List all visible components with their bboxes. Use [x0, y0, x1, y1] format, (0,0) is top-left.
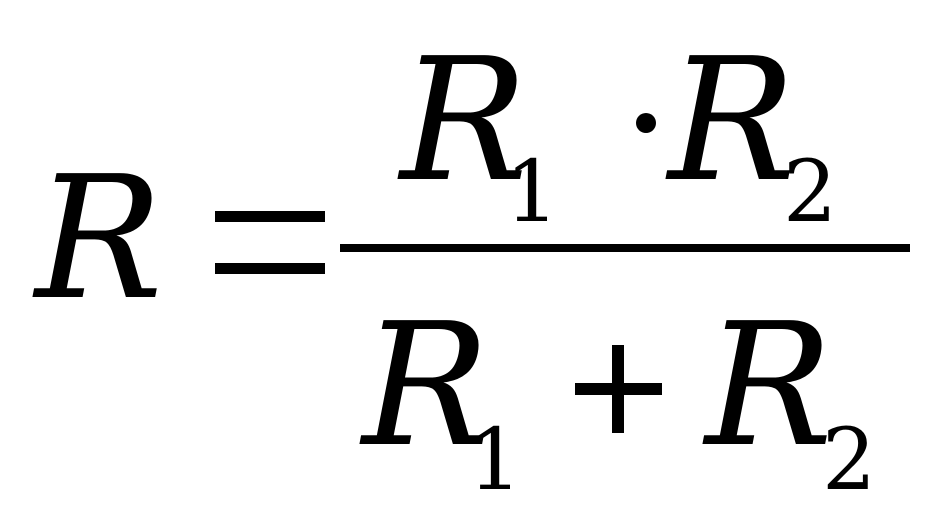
- fraction-bar: [340, 244, 910, 252]
- equals-bottom-bar: [215, 263, 325, 274]
- denominator-sub-2: 2: [822, 411, 877, 510]
- numerator-var-1: R: [400, 22, 528, 220]
- plus-vertical: [612, 345, 624, 433]
- numerator-sub-1: 1: [505, 143, 560, 242]
- denominator-var-2: R: [705, 287, 833, 485]
- numerator-var-2: R: [668, 22, 796, 220]
- denominator-var-1: R: [362, 287, 490, 485]
- multiplication-dot: [636, 113, 656, 133]
- numerator-sub-2: 2: [783, 143, 838, 242]
- denominator-sub-1: 1: [468, 411, 523, 510]
- equals-top-bar: [215, 211, 325, 222]
- lhs-variable: R: [35, 140, 163, 338]
